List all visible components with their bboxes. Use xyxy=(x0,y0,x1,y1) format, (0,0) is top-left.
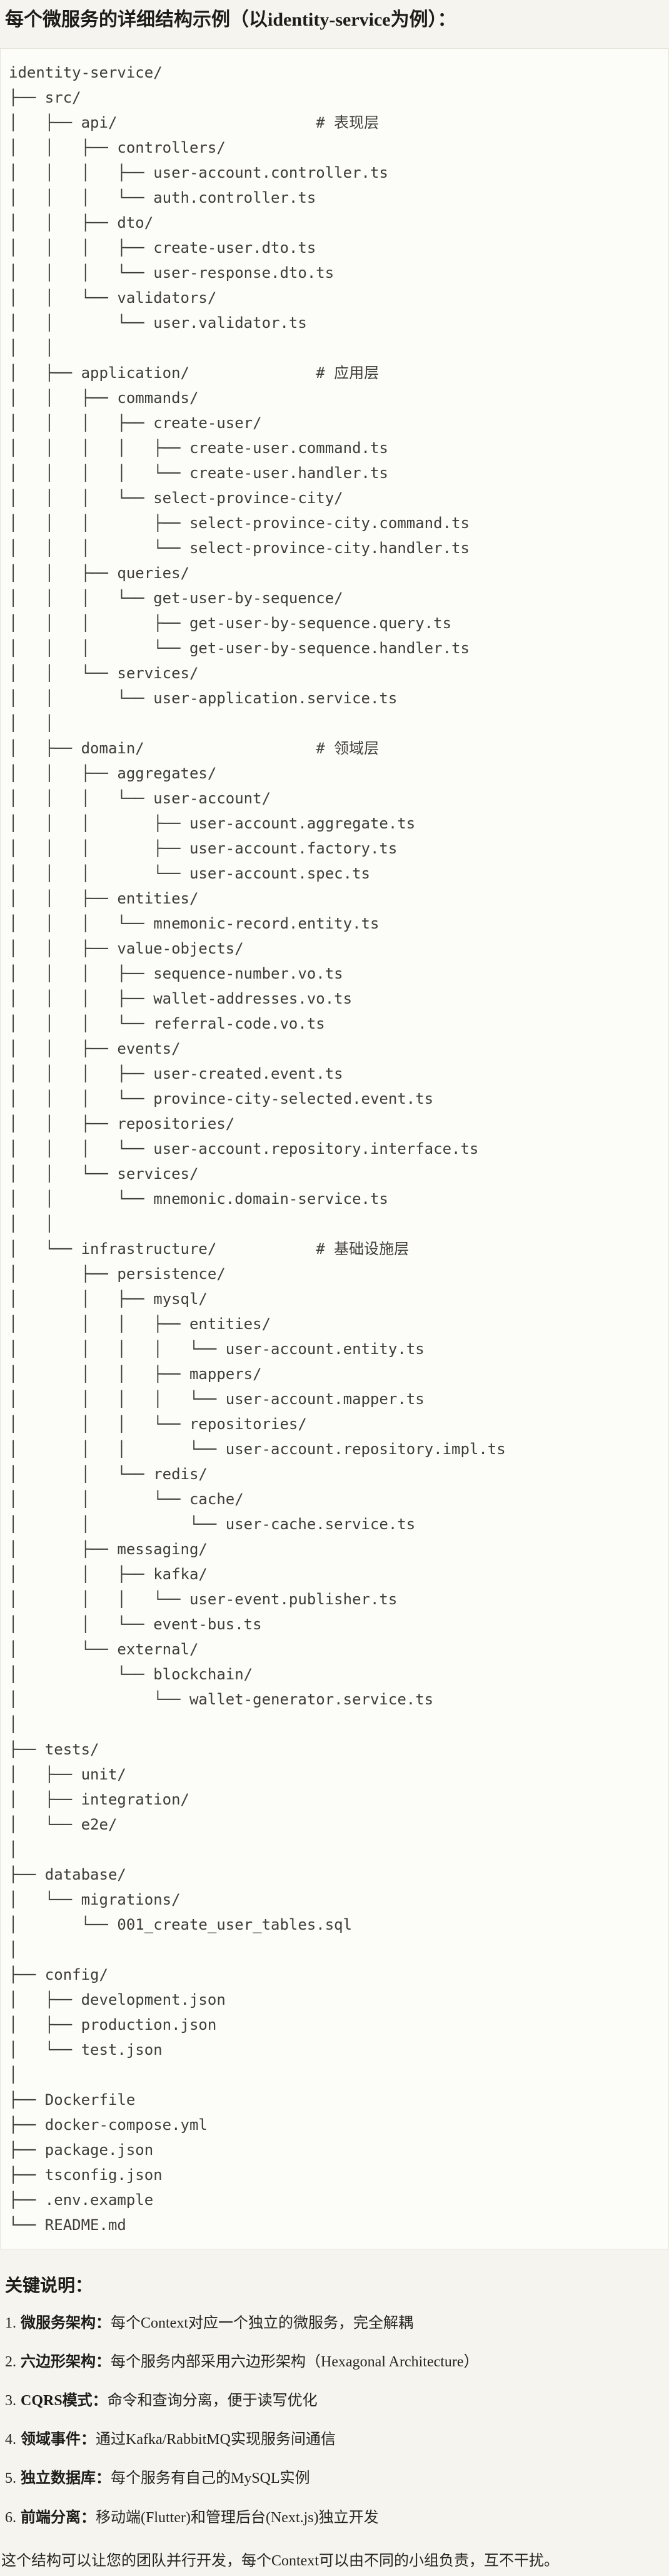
note-item: 6. 前端分离：移动端(Flutter)和管理后台(Next.js)独立开发 xyxy=(5,2508,664,2528)
key-notes-heading: 关键说明： xyxy=(5,2276,93,2296)
note-item-number: 4. xyxy=(5,2431,16,2448)
note-item: 5. 独立数据库：每个服务有自己的MySQL实例 xyxy=(5,2468,664,2489)
note-item-number: 2. xyxy=(5,2354,16,2371)
note-item-term: 微服务架构： xyxy=(21,2315,111,2331)
note-item-description: 通过Kafka/RabbitMQ实现服务间通信 xyxy=(96,2431,336,2448)
note-item-term: CQRS模式： xyxy=(21,2393,108,2410)
note-item: 4. 领域事件：通过Kafka/RabbitMQ实现服务间通信 xyxy=(5,2430,664,2450)
note-item-description: 每个服务内部采用六边形架构（Hexagonal Architecture） xyxy=(111,2354,479,2371)
note-item-description: 命令和查询分离，便于读写优化 xyxy=(107,2393,318,2410)
note-item-term: 独立数据库： xyxy=(21,2470,111,2487)
closing-paragraph: 这个结构可以让您的团队并行开发，每个Context可以由不同的小组负责，互不干扰… xyxy=(1,2552,559,2569)
note-item-term: 领域事件： xyxy=(21,2431,96,2448)
note-item: 1. 微服务架构：每个Context对应一个独立的微服务，完全解耦 xyxy=(5,2313,664,2334)
notes-list: 1. 微服务架构：每个Context对应一个独立的微服务，完全解耦 2. 六边形架构… xyxy=(5,2313,664,2528)
directory-tree-text: identity-service/ ├── src/ │ ├── api/ # … xyxy=(9,64,506,2234)
note-item-number: 3. xyxy=(5,2393,16,2410)
note-item-description: 移动端(Flutter)和管理后台(Next.js)独立开发 xyxy=(96,2509,379,2526)
note-item-term: 前端分离： xyxy=(21,2509,96,2526)
note-item-term: 六边形架构： xyxy=(21,2354,111,2371)
note-item: 3. CQRS模式：命令和查询分离，便于读写优化 xyxy=(5,2391,664,2411)
note-item-number: 1. xyxy=(5,2315,16,2331)
page-title: 每个微服务的详细结构示例（以identity-service为例）： xyxy=(5,9,456,30)
note-item: 2. 六边形架构：每个服务内部采用六边形架构（Hexagonal Architec… xyxy=(5,2352,664,2373)
note-item-number: 6. xyxy=(5,2509,16,2526)
note-item-description: 每个服务有自己的MySQL实例 xyxy=(111,2470,310,2487)
directory-tree-code-block: identity-service/ ├── src/ │ ├── api/ # … xyxy=(0,48,669,2249)
note-item-description: 每个Context对应一个独立的微服务，完全解耦 xyxy=(111,2315,413,2331)
note-item-number: 5. xyxy=(5,2470,16,2487)
